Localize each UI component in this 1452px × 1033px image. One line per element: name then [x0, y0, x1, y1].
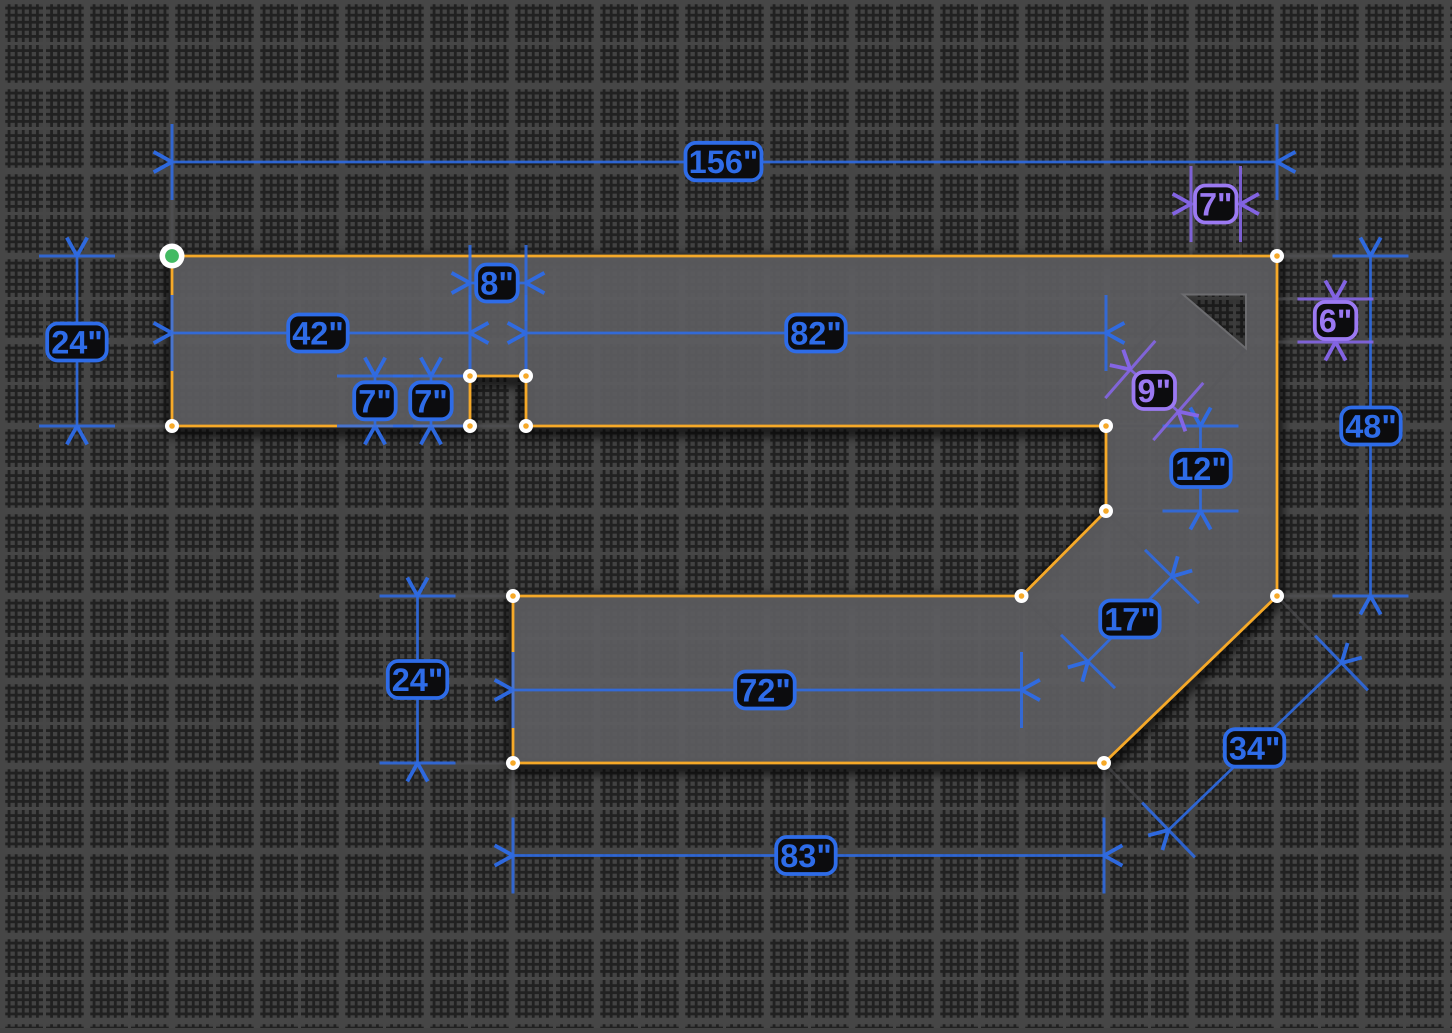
- svg-text:12": 12": [1175, 451, 1227, 487]
- svg-text:72": 72": [739, 673, 791, 709]
- svg-text:156": 156": [689, 144, 759, 180]
- svg-text:24": 24": [392, 662, 444, 698]
- svg-text:7": 7": [358, 383, 391, 419]
- svg-text:48": 48": [1345, 409, 1397, 445]
- svg-text:7": 7": [1199, 187, 1232, 223]
- svg-text:42": 42": [292, 316, 344, 352]
- svg-text:83": 83": [780, 838, 832, 874]
- svg-text:7": 7": [414, 383, 447, 419]
- svg-text:9": 9": [1138, 373, 1171, 409]
- svg-text:34": 34": [1229, 731, 1281, 767]
- svg-text:17": 17": [1104, 602, 1156, 638]
- svg-text:6": 6": [1319, 303, 1352, 339]
- svg-text:82": 82": [790, 316, 842, 352]
- svg-text:24": 24": [51, 325, 103, 361]
- svg-text:8": 8": [480, 266, 513, 302]
